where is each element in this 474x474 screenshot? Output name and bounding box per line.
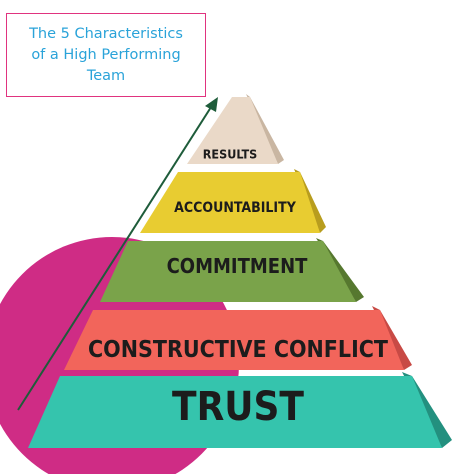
level-accountability-band: [140, 172, 320, 233]
level-trust: TRUST: [28, 372, 452, 448]
title-line-2: of a High Performing: [31, 46, 181, 63]
level-results-label: RESULTS: [203, 147, 257, 162]
level-results: RESULTS: [187, 94, 284, 164]
title-line-3: Team: [86, 67, 126, 84]
level-commitment-band: [100, 241, 356, 302]
level-accountability-label: ACCOUNTABILITY: [174, 200, 297, 216]
level-constructive-conflict: CONSTRUCTIVE CONFLICT: [64, 306, 412, 370]
arrow-head-icon: [205, 97, 218, 112]
level-trust-band: [28, 376, 442, 448]
level-results-band: [187, 97, 278, 164]
title-line-1: The 5 Characteristics: [29, 25, 183, 42]
level-constructive-conflict-band: [64, 310, 404, 370]
level-constructive-conflict-label: CONSTRUCTIVE CONFLICT: [88, 337, 388, 363]
growth-arrow: [17, 97, 218, 411]
level-accountability: ACCOUNTABILITY: [140, 169, 326, 233]
arrow-line: [17, 103, 214, 411]
level-commitment-label: COMMITMENT: [167, 254, 309, 278]
title-box: The 5 Characteristics of a High Performi…: [6, 13, 206, 97]
level-commitment: COMMITMENT: [100, 238, 364, 302]
level-trust-label: TRUST: [172, 384, 304, 430]
